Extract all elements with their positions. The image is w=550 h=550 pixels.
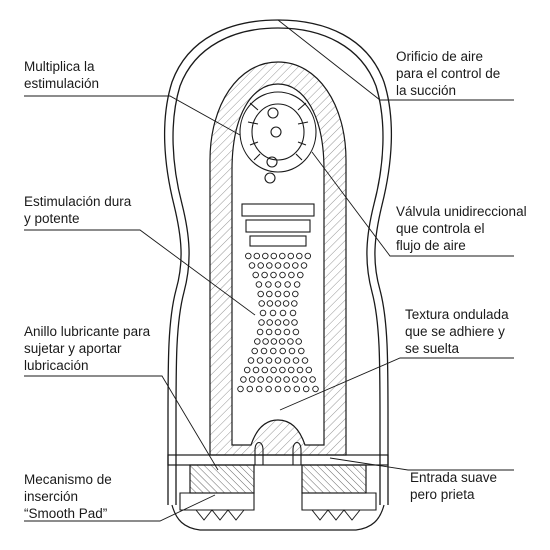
leader-lines — [24, 19, 514, 522]
leader-line-textura — [279, 357, 514, 411]
label-anillo-lubricante: Anillo lubricante para sujetar y aportar… — [24, 324, 151, 373]
label-valvula-unidireccional: Válvula unidireccional que controla el f… — [396, 204, 527, 253]
inner-sleeve — [209, 61, 347, 456]
label-textura-ondulada: Textura ondulada que se adhiere y se sue… — [405, 307, 509, 356]
leader-line-anillo — [24, 375, 219, 471]
bumps-texture — [237, 252, 319, 393]
leader-line-smooth-pad — [24, 494, 216, 522]
leader-line-orificio — [277, 19, 514, 101]
base-assembly — [167, 441, 389, 531]
leader-line-valvula — [311, 151, 514, 257]
inner-cavity — [239, 91, 317, 247]
label-mecanismo-insercion: Mecanismo de inserción “Smooth Pad” — [24, 472, 112, 521]
leader-line-multiplica — [24, 95, 241, 136]
label-orificio-aire: Orificio de aire para el control de la s… — [396, 49, 501, 98]
label-estimulacion-dura: Estimulación dura y potente — [24, 194, 132, 226]
label-multiplica-estimulacion: Multiplica la estimulación — [24, 59, 100, 91]
leader-line-entrada — [329, 457, 514, 471]
leader-line-estimulacion — [24, 229, 256, 316]
label-entrada-suave: Entrada suave pero prieta — [410, 470, 498, 502]
